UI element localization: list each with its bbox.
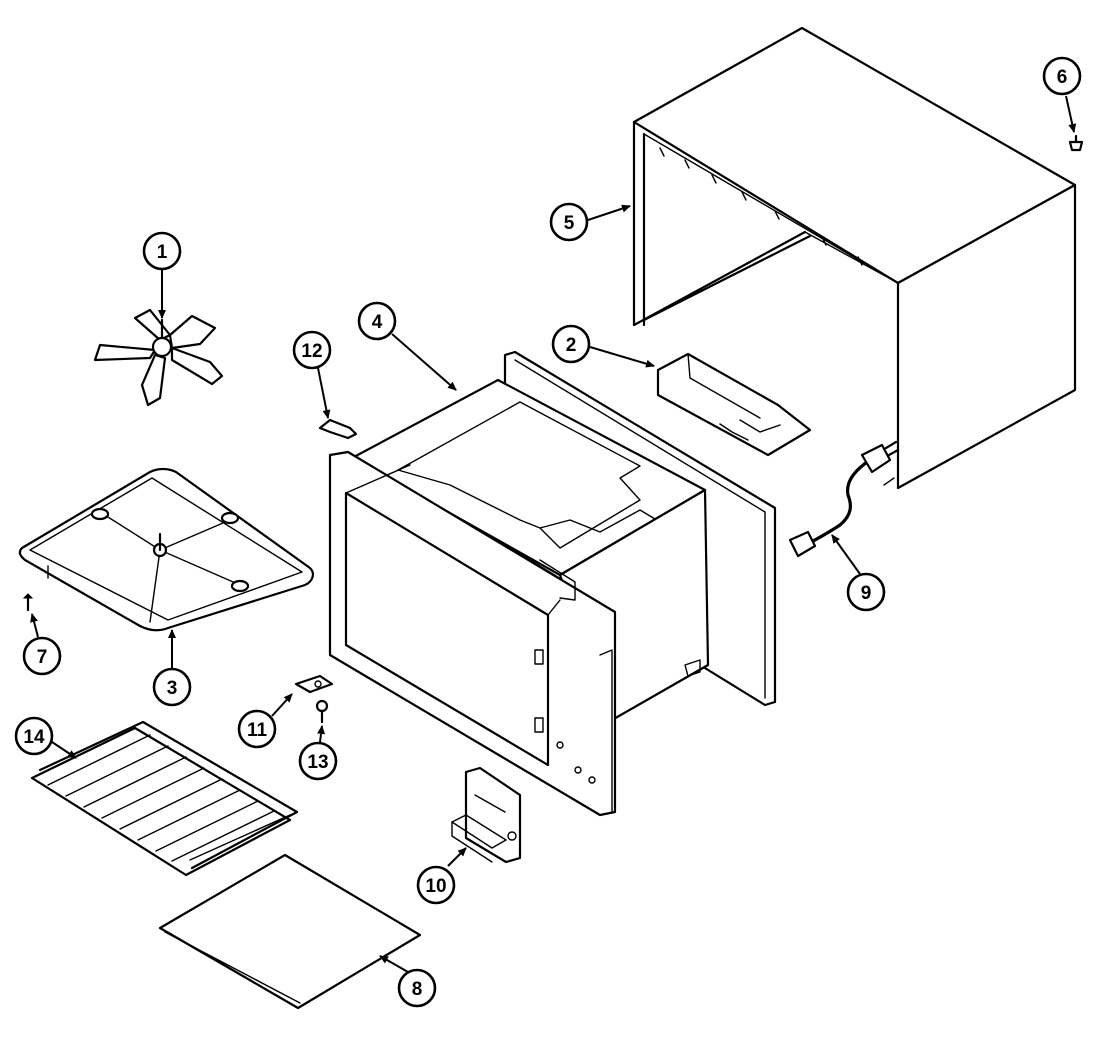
callout-3: 3 [152, 667, 192, 707]
oven-rack-part-14[interactable] [30, 720, 299, 877]
callout-1: 1 [142, 231, 182, 271]
callout-7-label: 7 [37, 647, 48, 668]
callout-8-label: 8 [412, 979, 423, 1000]
fan-guard-part-3[interactable] [18, 467, 314, 632]
callout-2: 2 [551, 324, 591, 364]
callout-14-label: 14 [23, 727, 45, 748]
leader-lines [30, 95, 1077, 973]
floor-plate-part-8[interactable] [158, 853, 422, 1010]
power-cord-part-9[interactable] [788, 440, 900, 558]
callout-10: 10 [416, 865, 456, 905]
callout-13: 13 [298, 741, 338, 781]
callout-12: 12 [292, 330, 332, 370]
callout-14: 14 [14, 716, 54, 756]
oven-cavity-part-4[interactable] [328, 350, 777, 817]
callout-3-label: 3 [167, 678, 178, 699]
callout-5-label: 5 [564, 213, 575, 234]
callout-2-label: 2 [566, 335, 577, 356]
hinge-block-part-10[interactable] [451, 766, 522, 864]
latch-bracket-part-11[interactable] [294, 674, 334, 694]
callout-6: 6 [1042, 56, 1082, 96]
callout-13-label: 13 [307, 752, 328, 773]
callout-11: 11 [237, 709, 277, 749]
callout-1-label: 1 [157, 242, 168, 263]
callout-12-label: 12 [301, 341, 322, 362]
callout-9-label: 9 [861, 583, 872, 604]
screw-part-13[interactable] [315, 699, 329, 724]
fan-blade-part-1[interactable] [93, 308, 224, 407]
callout-4-label: 4 [372, 312, 383, 333]
outer-cabinet-wrapper[interactable] [632, 26, 1077, 490]
callout-7: 7 [22, 636, 62, 676]
callout-5: 5 [549, 202, 589, 242]
screw-part-7[interactable] [22, 593, 34, 612]
duct-cover-part-2[interactable] [656, 352, 812, 457]
callout-4: 4 [357, 301, 397, 341]
callout-8: 8 [397, 968, 437, 1008]
callout-9: 9 [846, 572, 886, 612]
screw-part-6[interactable] [1068, 134, 1084, 152]
callout-6-label: 6 [1057, 67, 1068, 88]
callout-10-label: 10 [425, 876, 446, 897]
callout-11-label: 11 [247, 720, 268, 741]
bracket-part-12[interactable] [318, 418, 358, 440]
